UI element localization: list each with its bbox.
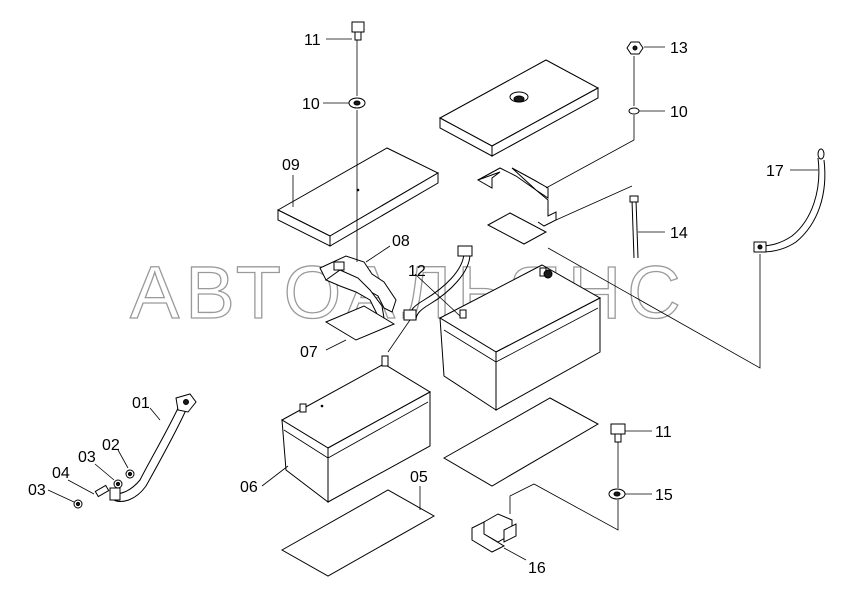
part-13-nut [626, 41, 644, 55]
part-06-battery-left [281, 355, 431, 504]
callout-labels: 11 10 13 10 09 08 17 14 12 07 01 02 03 0… [28, 32, 784, 577]
callout-05: 05 [410, 469, 428, 486]
part-01-cable [109, 393, 197, 502]
callout-03-upper: 03 [78, 449, 96, 466]
callout-12: 12 [408, 263, 426, 280]
part-11-bolt-top [351, 21, 365, 41]
callout-11-top: 11 [304, 32, 321, 49]
callout-09: 09 [282, 157, 300, 174]
callout-01: 01 [132, 395, 150, 412]
part-15-washer [608, 488, 626, 500]
callout-14: 14 [670, 225, 688, 242]
part-16-bracket [471, 513, 517, 553]
pad-small-right [486, 212, 548, 245]
callout-13: 13 [670, 40, 688, 57]
callout-10-left: 10 [302, 96, 320, 113]
part-11-bolt-bottom [610, 423, 626, 443]
part-bracket-right [476, 167, 557, 227]
callout-10-right: 10 [670, 104, 688, 121]
callout-15: 15 [655, 487, 673, 504]
callout-08: 08 [392, 233, 410, 250]
assembly-lines [356, 40, 761, 531]
callout-06: 06 [240, 479, 258, 496]
part-02-03-04-hardware [73, 469, 135, 509]
callout-11-bottom: 11 [655, 424, 672, 441]
part-17-cable [753, 148, 826, 253]
part-07-pad [324, 305, 396, 341]
part-10-washer-left [348, 97, 366, 109]
part-12-cable [403, 245, 473, 321]
part-10-washer-right [628, 107, 640, 115]
callout-03-lower: 03 [28, 482, 46, 499]
callout-07: 07 [300, 344, 318, 361]
callout-16: 16 [528, 560, 546, 577]
pad-under-battery-right [442, 397, 600, 487]
part-05-pad [280, 489, 436, 577]
battery-right [438, 264, 602, 411]
leader-lines [47, 38, 818, 561]
part-08-bracket [319, 255, 397, 319]
part-cover-right [438, 59, 600, 157]
callout-02: 02 [102, 437, 120, 454]
callout-17: 17 [766, 163, 784, 180]
part-14-rod [629, 195, 639, 259]
part-09-cover-left [276, 147, 440, 247]
callout-04: 04 [52, 465, 70, 482]
